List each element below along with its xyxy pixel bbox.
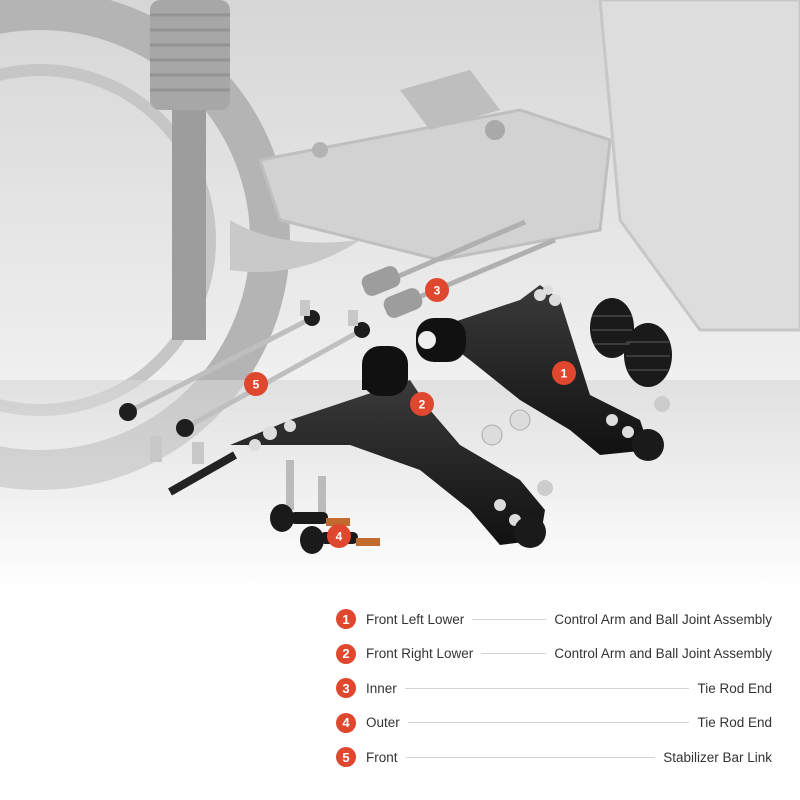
number-badge: 1: [336, 609, 356, 630]
svg-text:3: 3: [434, 284, 441, 298]
svg-text:2: 2: [419, 398, 426, 412]
part-position: Inner: [366, 680, 397, 696]
callout-3: 3: [425, 278, 449, 302]
part-position: Front: [366, 749, 398, 765]
part-name: Tie Rod End: [697, 680, 772, 696]
parts-legend: 1 Front Left Lower Control Arm and Ball …: [336, 602, 772, 775]
leader-line: [407, 722, 690, 724]
svg-text:1: 1: [561, 367, 568, 381]
outer-tie-rod-ends: [270, 460, 380, 554]
number-badge: 3: [336, 678, 356, 699]
part-name: Tie Rod End: [697, 715, 772, 731]
leader-line: [481, 653, 547, 655]
svg-text:4: 4: [336, 530, 343, 544]
part-name: Stabilizer Bar Link: [663, 749, 772, 765]
washers: [481, 409, 531, 446]
leader-line: [404, 687, 690, 689]
part-name: Control Arm and Ball Joint Assembly: [554, 646, 772, 662]
control-arm-right: [168, 346, 553, 548]
part-position: Front Right Lower: [366, 646, 474, 662]
number-badge: 4: [336, 712, 356, 733]
callout-5: 5: [244, 372, 268, 396]
legend-row: 4 Outer Tie Rod End: [336, 706, 772, 741]
product-scene: 1 2 3 4 5: [0, 0, 800, 590]
stabilizer-bar-links: [119, 300, 370, 464]
part-position: Front Left Lower: [366, 611, 465, 627]
callout-2: 2: [410, 392, 434, 416]
tie-rod-boots: [590, 298, 672, 387]
legend-row: 1 Front Left Lower Control Arm and Ball …: [336, 602, 772, 637]
legend-row: 5 Front Stabilizer Bar Link: [336, 740, 772, 775]
control-arm-left: [416, 285, 670, 461]
callout-4: 4: [327, 524, 351, 548]
number-badge: 2: [336, 643, 356, 664]
leader-line: [405, 756, 656, 758]
part-name: Control Arm and Ball Joint Assembly: [554, 611, 772, 627]
svg-text:5: 5: [253, 378, 260, 392]
legend-row: 2 Front Right Lower Control Arm and Ball…: [336, 637, 772, 672]
legend-row: 3 Inner Tie Rod End: [336, 671, 772, 706]
leader-line: [472, 618, 547, 620]
callout-1: 1: [552, 361, 576, 385]
number-badge: 5: [336, 747, 356, 768]
part-position: Outer: [366, 715, 400, 731]
